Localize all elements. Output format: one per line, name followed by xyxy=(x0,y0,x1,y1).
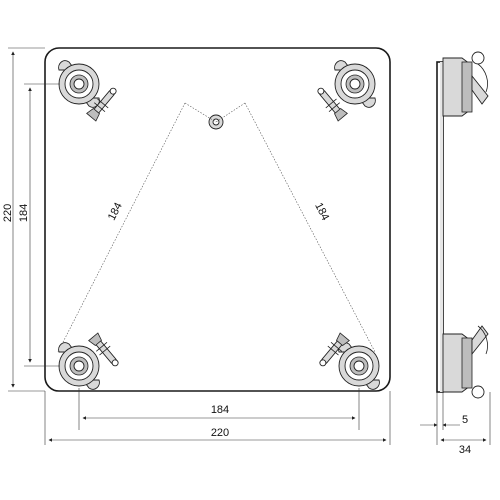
base-plate xyxy=(44,47,391,392)
dimension-height-inner xyxy=(24,83,60,367)
label-width-outer: 220 xyxy=(211,427,229,439)
label-diagonal-right: 184 xyxy=(312,201,331,223)
clamp-bottom-left xyxy=(58,331,123,390)
label-depth: 34 xyxy=(459,444,471,456)
label-height-outer: 220 xyxy=(2,204,14,222)
label-height-inner: 184 xyxy=(18,204,30,222)
dimension-height-outer xyxy=(8,47,45,392)
dimension-width-outer xyxy=(44,391,391,445)
dimension-width-inner xyxy=(78,388,360,430)
clamp-bottom-right xyxy=(315,331,380,390)
side-view xyxy=(436,51,489,399)
label-diagonal-left: 184 xyxy=(106,201,125,223)
dimension-thickness xyxy=(420,392,460,445)
dimension-depth xyxy=(440,392,491,445)
label-thickness: 5 xyxy=(462,414,468,426)
label-width-inner: 184 xyxy=(211,404,229,416)
diagonal-dimension-lines xyxy=(57,102,376,353)
clamp-top-right xyxy=(313,60,376,123)
clamp-top-left xyxy=(58,60,121,123)
